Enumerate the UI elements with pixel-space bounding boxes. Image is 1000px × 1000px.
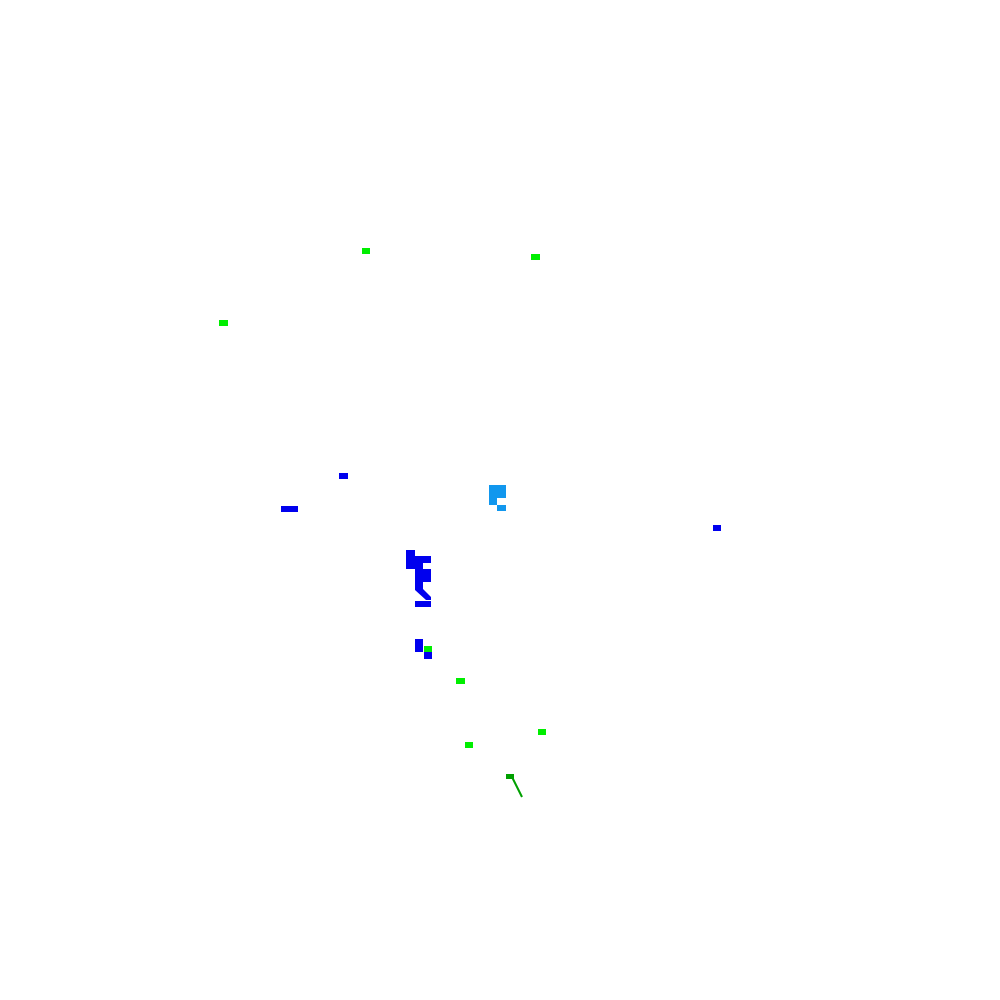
light-blue-feature[interactable] [497,505,506,511]
blue-features-layer [281,473,721,659]
green-feature[interactable] [362,248,370,254]
blue-feature[interactable] [281,506,298,512]
green-feature[interactable] [456,678,465,684]
green-feature[interactable] [424,646,432,652]
dark-green-feature[interactable] [506,774,514,779]
blue-feature[interactable] [415,601,431,607]
green-features-layer [219,248,546,748]
blue-feature[interactable] [339,473,348,479]
blue-feature[interactable] [713,525,721,531]
blue-feature-cluster[interactable] [406,550,431,600]
green-feature[interactable] [531,254,540,260]
green-feature[interactable] [538,729,546,735]
green-feature[interactable] [465,742,473,748]
light-blue-features-layer [489,485,506,511]
blue-feature-cluster[interactable] [415,639,432,659]
light-blue-feature[interactable] [489,485,506,505]
dark-green-path[interactable] [511,776,523,798]
green-feature[interactable] [219,320,228,326]
dark-green-path-layer [506,774,523,798]
